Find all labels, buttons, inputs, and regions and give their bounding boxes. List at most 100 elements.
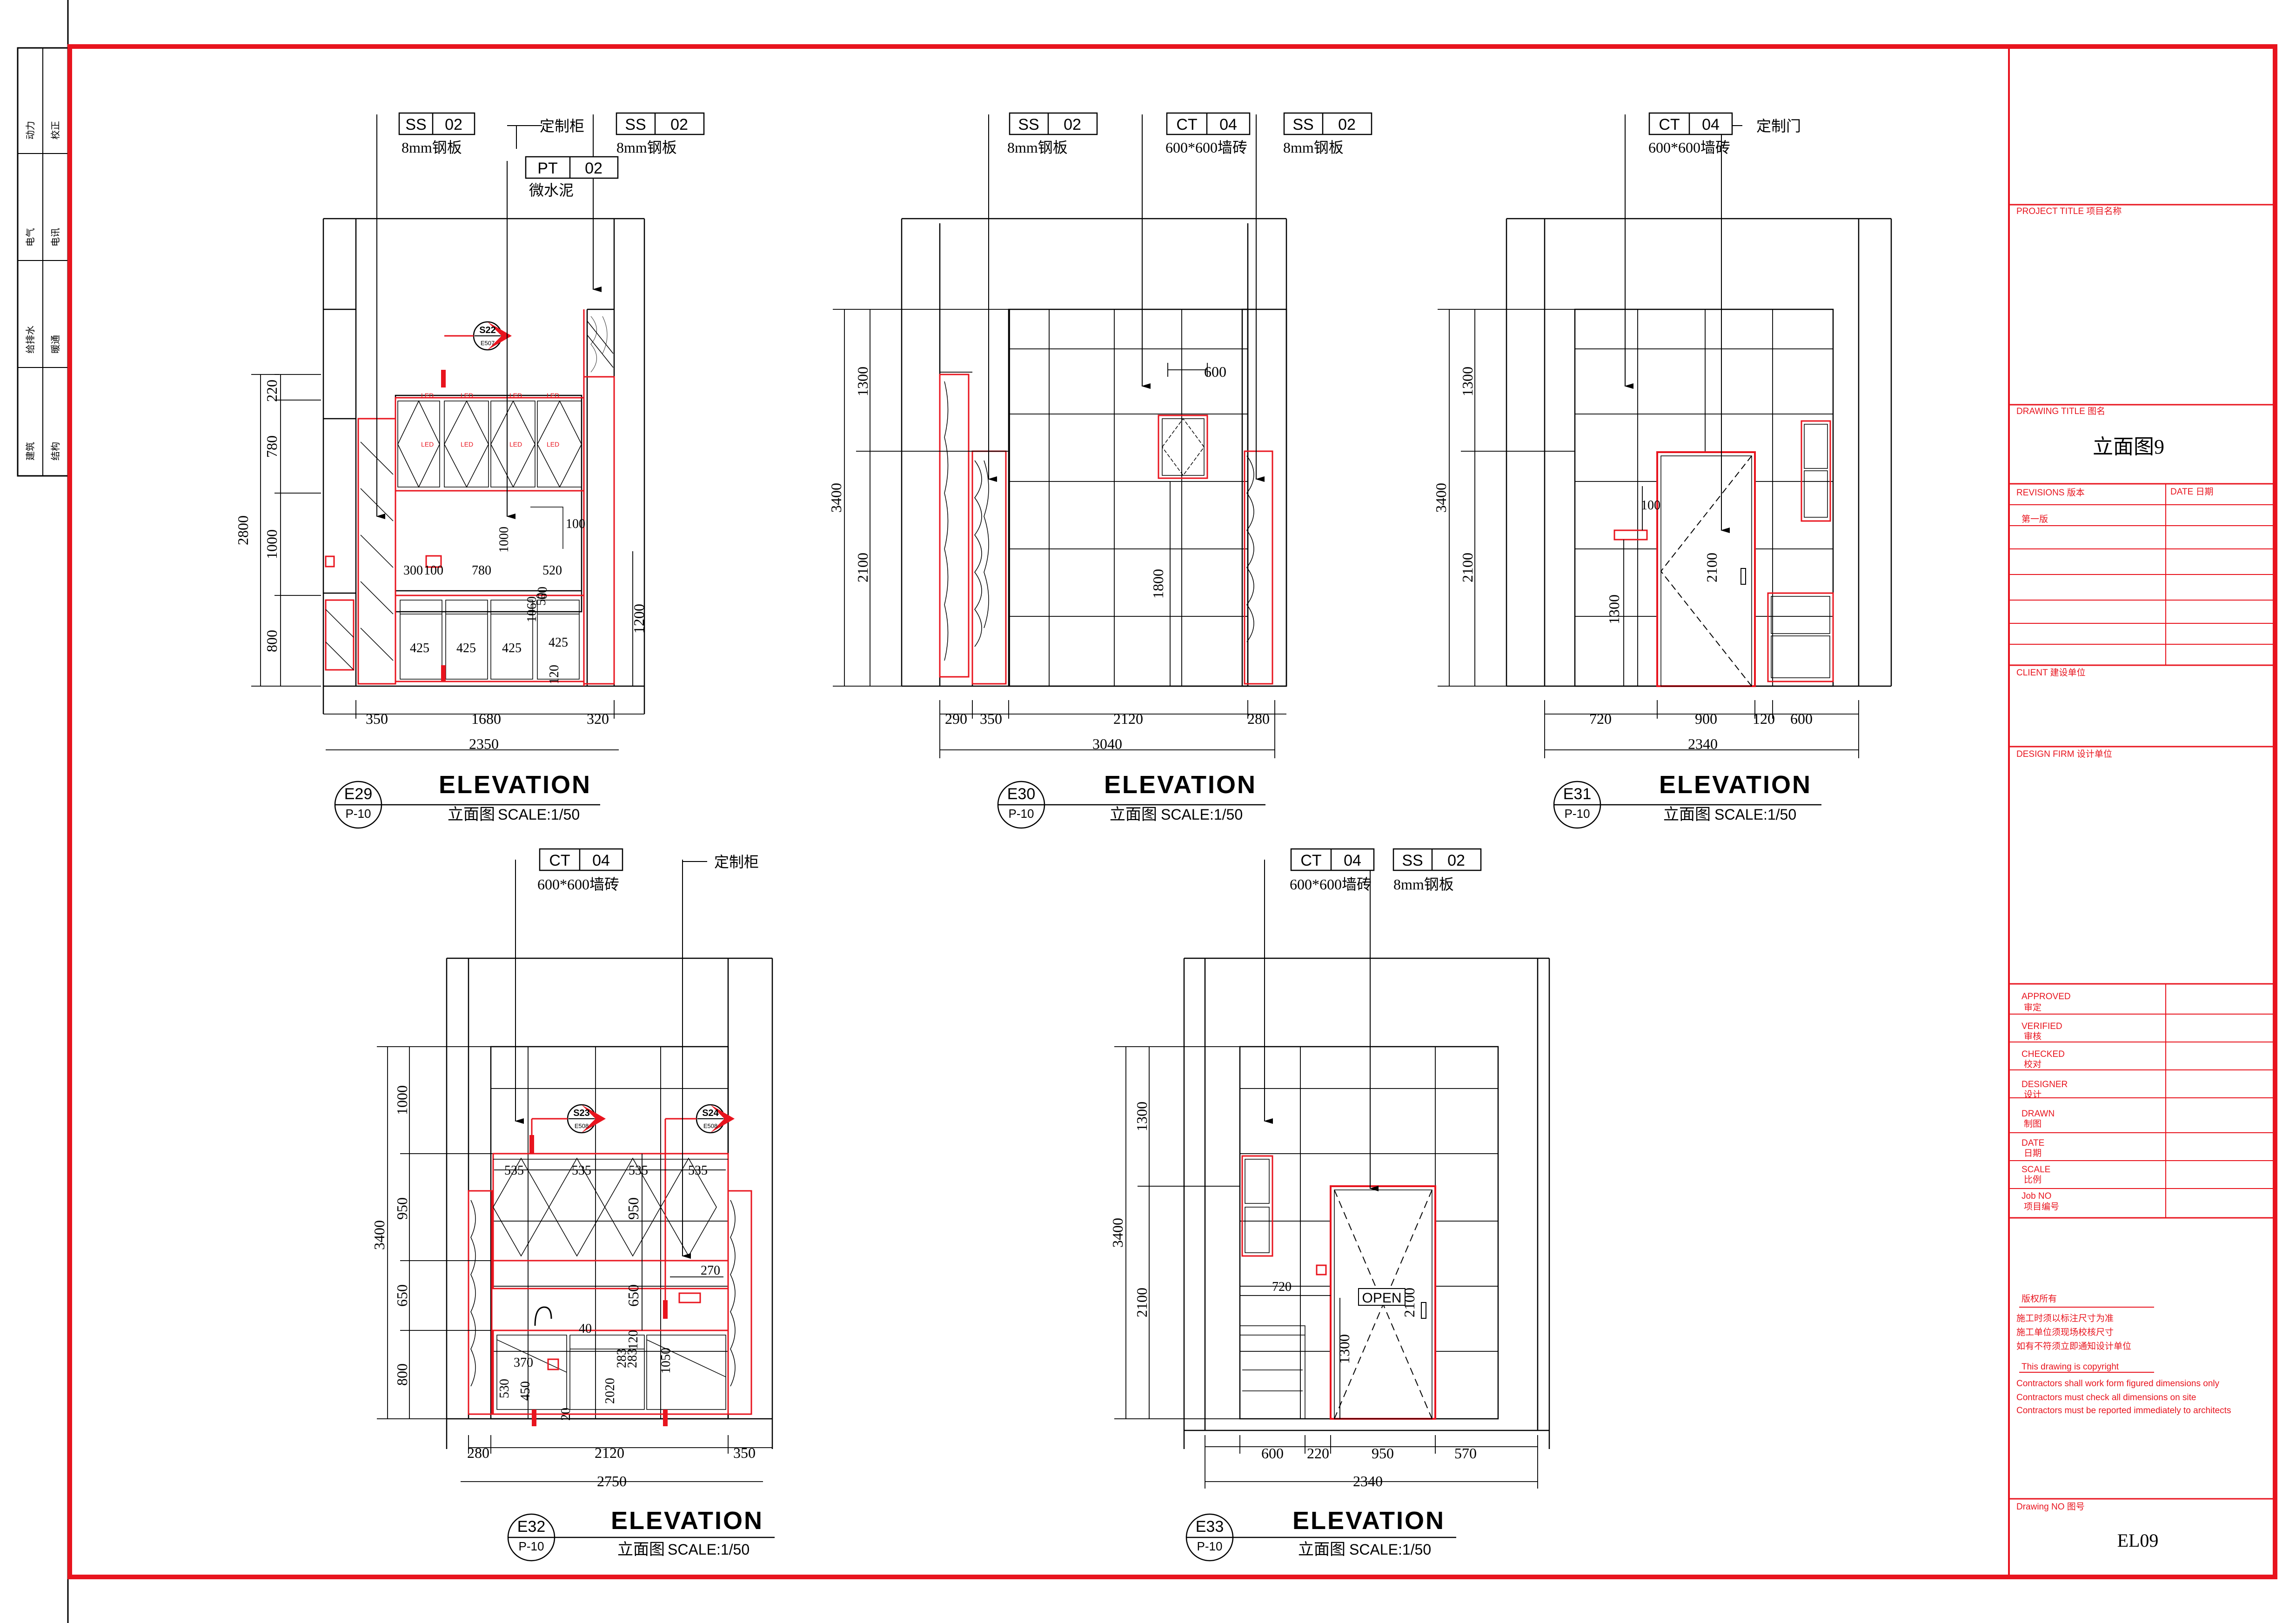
note-label: 定制柜 [714, 854, 759, 870]
material-number: 02 [1447, 852, 1465, 869]
led-label: LED [421, 441, 434, 448]
dim-inner: 780 [472, 563, 491, 578]
dim-horiz: 350 [733, 1444, 756, 1461]
elevation-scale: SCALE:1/50 [1161, 806, 1243, 823]
dim-inner: 425 [410, 641, 429, 655]
material-number: 04 [592, 852, 610, 869]
dim-inner: 535 [688, 1163, 708, 1178]
dim-vert: 800 [394, 1363, 410, 1386]
dim-vert: 100 [1641, 498, 1660, 513]
material-label: 8mm钢板 [1283, 139, 1344, 156]
dim-vert: 3400 [828, 483, 844, 513]
dim-vert: 1300 [1133, 1102, 1150, 1131]
material-number: 02 [1064, 116, 1081, 134]
elevation-heading: ELEVATION [1104, 771, 1257, 799]
dim-inner: 60 [536, 587, 550, 600]
note-line: 版权所有 [2022, 1294, 2057, 1304]
material-label: 600*600墙砖 [1165, 139, 1247, 156]
material-code: SS [1402, 852, 1423, 869]
note-line: Contractors must be reported immediately… [2016, 1406, 2231, 1416]
elevation-e29: S22 E507 SS 02 8mm钢板 SS 02 8mm钢板 [234, 112, 705, 829]
dim-horiz: 950 [1372, 1445, 1394, 1462]
date-label: DATE 日期 [2170, 487, 2214, 497]
dim-inner: 100 [424, 563, 443, 578]
material-code: CT [1176, 116, 1197, 134]
elevation-sheet: P-10 [1565, 807, 1590, 821]
door-sign: OPEN [1362, 1290, 1401, 1306]
stamp-label: 建筑 [25, 442, 36, 461]
note-line: This drawing is copyright [2022, 1362, 2119, 1372]
dim-inner: 20 [559, 1408, 573, 1421]
designer-label: DESIGNER [2022, 1080, 2068, 1089]
dim-horiz: 900 [1695, 710, 1717, 727]
elevation-subtitle: 立面图 [448, 806, 495, 823]
dim-vert: 1000 [263, 529, 280, 559]
stamp-label: 暖通 [50, 335, 61, 354]
dim-horiz: 600 [1790, 710, 1813, 727]
dim-vert: 950 [394, 1197, 410, 1220]
dim-vert: 1300 [1606, 594, 1622, 624]
dim-inner: 535 [572, 1163, 591, 1178]
elevation-tag: E29 [344, 785, 373, 803]
dim-inner: 535 [504, 1163, 524, 1178]
led-label: LED [461, 441, 473, 448]
stamp-label: 给排水 [25, 326, 36, 354]
led-label: LED [547, 441, 559, 448]
sheet-frame [17, 0, 2277, 1623]
elevation-title: E32 P-10 ELEVATION 立面图 SCALE:1/50 [507, 1507, 775, 1562]
material-label: 8mm钢板 [1393, 876, 1454, 893]
elevation-e31: CT 04 600*600墙砖 定制门 1300 2100 3400 1300 [1432, 112, 1892, 829]
dim-inner: 1060 [525, 596, 539, 622]
material-number: 04 [1344, 852, 1361, 869]
material-label: 8mm钢板 [1007, 139, 1068, 156]
dim-vert: 1300 [1459, 367, 1476, 396]
dim-vert: 2100 [1133, 1288, 1150, 1317]
dim-inner: 370 [514, 1356, 533, 1370]
dim-vert: 2100 [854, 553, 871, 582]
elevation-title: E33 P-10 ELEVATION 立面图 SCALE:1/50 [1185, 1507, 1456, 1562]
dim-vert: 270 [701, 1263, 720, 1278]
material-number: 04 [1702, 116, 1720, 134]
elevation-e32: S23 E508 S24 E508 CT 04 600*600墙砖 定制柜 [371, 848, 775, 1562]
verified-label: VERIFIED [2022, 1022, 2062, 1031]
scale-label: SCALE [2022, 1165, 2050, 1175]
led-label: LED [547, 392, 559, 399]
dim-inner: 120 [626, 1330, 641, 1349]
note-line: 施工时须以标注尺寸为准 [2016, 1313, 2114, 1323]
dim-inner: 283 [625, 1349, 640, 1368]
dim-horiz: 600 [1261, 1445, 1284, 1462]
elevation-scale: SCALE:1/50 [498, 806, 580, 823]
drawn-cn: 制图 [2024, 1119, 2042, 1129]
project-title-label: PROJECT TITLE 项目名称 [2016, 206, 2122, 216]
dim-vert: 1300 [854, 367, 871, 396]
material-label: 600*600墙砖 [537, 876, 619, 893]
section-code: S22 [479, 325, 496, 335]
stamp-label: 校正 [50, 121, 61, 140]
revisions-label: REVISIONS 版本 [2016, 488, 2085, 498]
material-code: CT [549, 852, 570, 869]
led-label: LED [509, 392, 522, 399]
job-cn: 项目编号 [2024, 1202, 2059, 1212]
stamp-label: 动力 [25, 121, 36, 140]
note-line: Contractors must check all dimensions on… [2016, 1393, 2196, 1403]
title-block: PROJECT TITLE 项目名称 DRAWING TITLE 图名 REVI… [2008, 47, 2275, 1577]
dim-vert: 1200 [630, 604, 647, 634]
dim-vert: 1050 [659, 1348, 673, 1374]
elevation-scale: SCALE:1/50 [1349, 1541, 1431, 1558]
section-marker-s23: S23 E508 [531, 1104, 606, 1135]
job-label: Job NO [2022, 1191, 2051, 1201]
section-code: S23 [573, 1108, 590, 1118]
dim-vert: 1300 [1336, 1334, 1352, 1364]
drawing-title: 立面图9 [2093, 435, 2164, 458]
dim-horiz: 2350 [469, 735, 499, 752]
dim-horiz: 350 [366, 710, 388, 727]
material-label: 8mm钢板 [616, 139, 677, 156]
dim-vert: 3400 [1109, 1218, 1126, 1248]
elevation-subtitle: 立面图 [1298, 1541, 1345, 1558]
dim-vert: 780 [263, 435, 280, 458]
material-code: CT [1659, 116, 1680, 134]
dim-inner: 283 [615, 1349, 629, 1368]
elevation-heading: ELEVATION [611, 1507, 763, 1535]
dim-horiz: 2120 [1113, 710, 1143, 727]
elevation-e33: OPEN CT 04 600*600墙砖 SS 02 [1109, 848, 1550, 1562]
